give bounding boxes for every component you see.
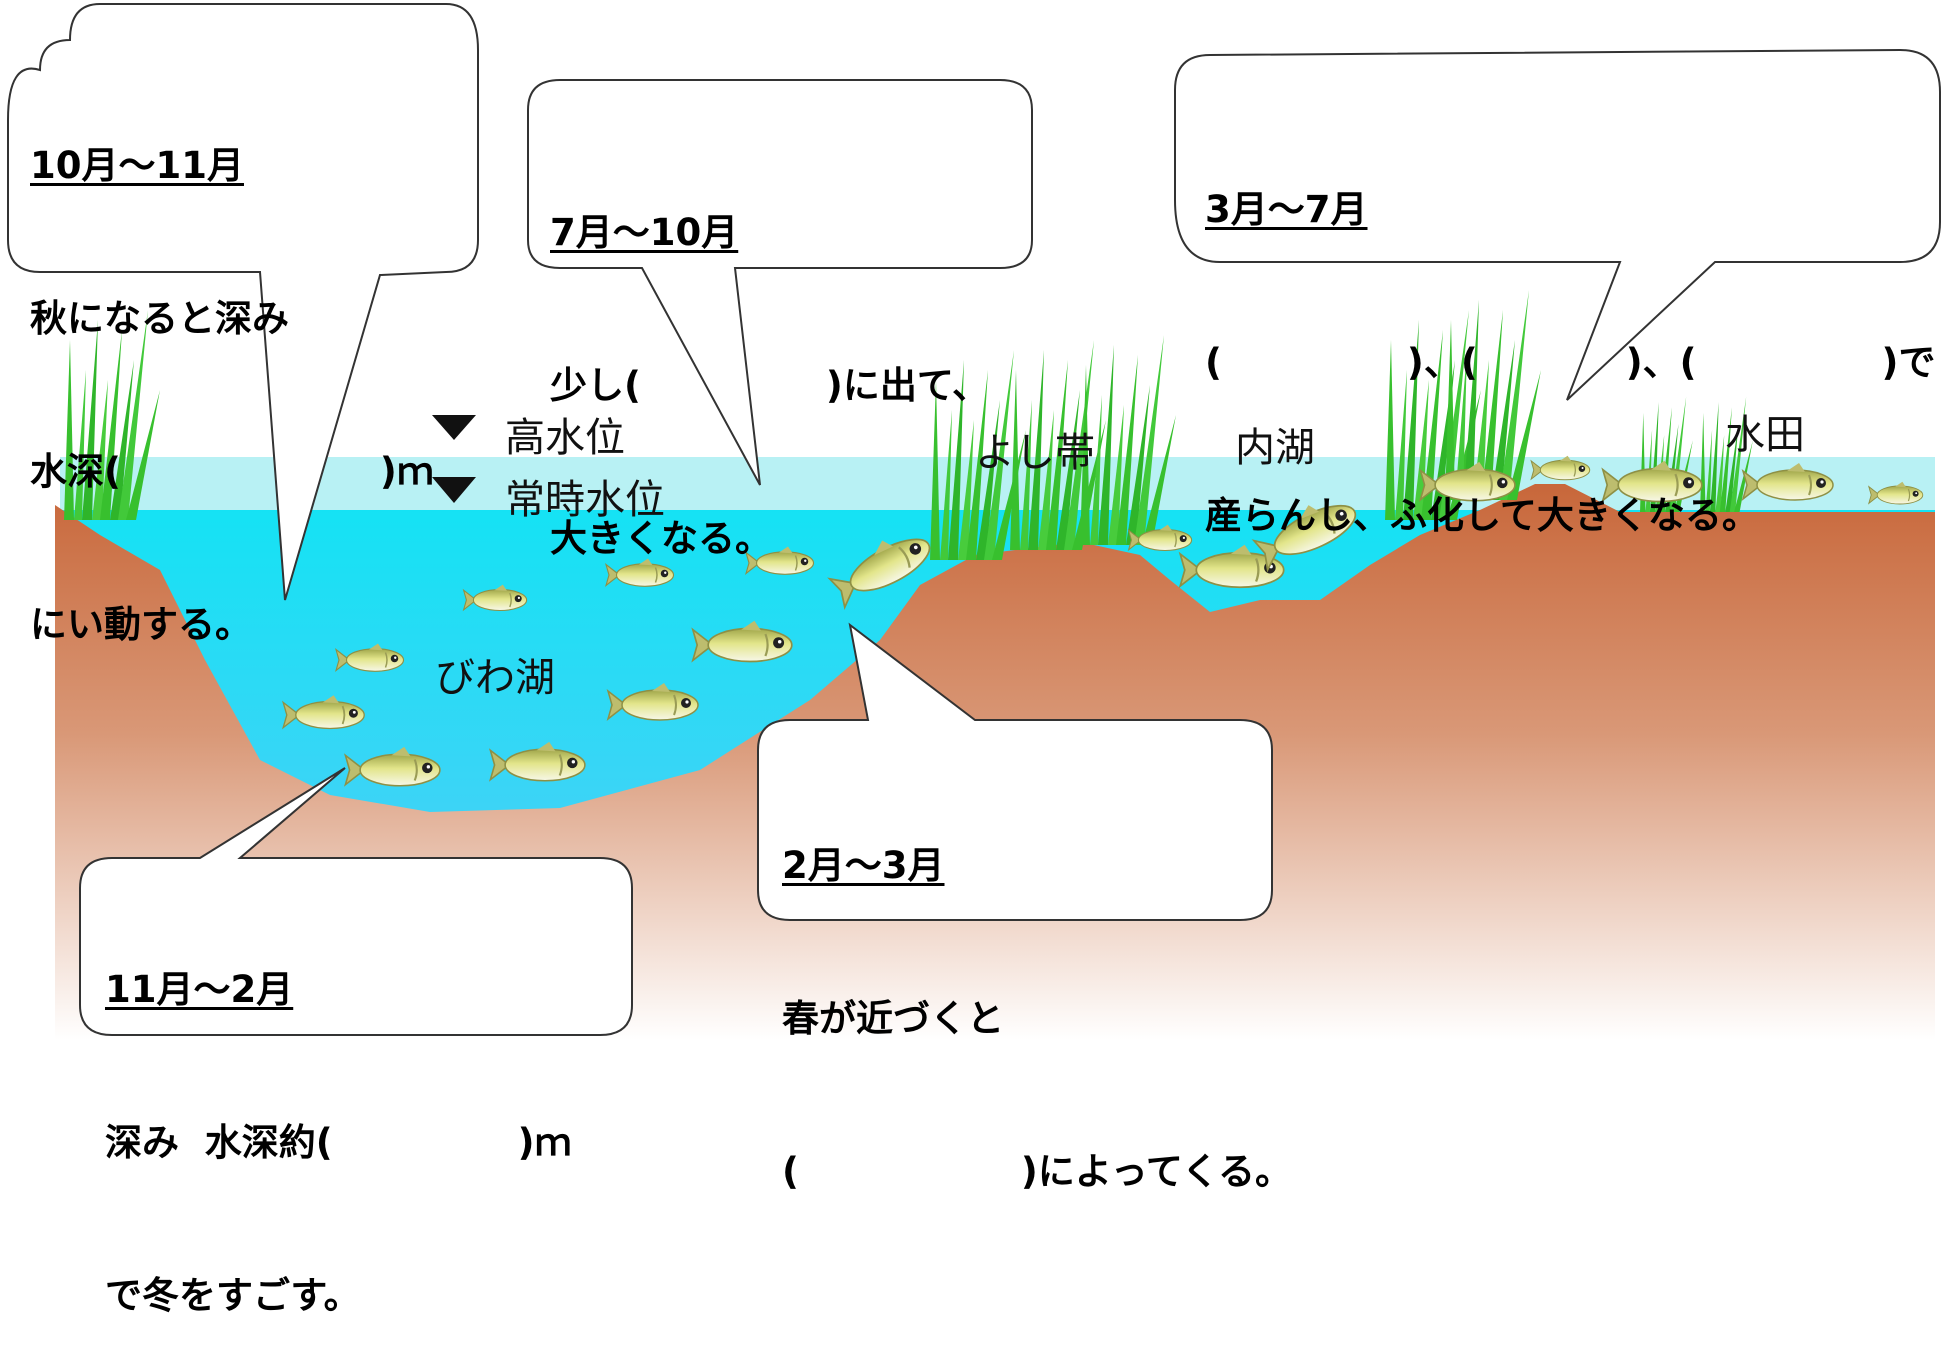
callout-mar-jul: 3月～7月 ( )、( )、( )で 産らんし、ふ化して大きくなる。 [1205,82,1935,592]
callout-nov-feb-line: 深み 水深約( )ｍ [105,1121,572,1164]
high-water-triangle [432,415,476,440]
callout-mar-jul-heading: 3月～7月 [1205,188,1368,231]
callout-feb-mar: 2月～3月 春が近づくと ( )によってくる。 [782,738,1292,1248]
paddy-field-label: 水田 [1725,412,1805,458]
callout-feb-mar-line: ( )によってくる。 [782,1150,1293,1193]
reed-zone-label: よし帯 [975,430,1095,476]
callout-bubbles [7,3,1941,1036]
callout-jul-oct-line: 少し( )に出て、 [550,364,989,407]
callout-oct-nov-line: 秋になると深み [30,297,289,340]
high-water-label: 高水位 [505,415,625,461]
callout-oct-nov-line: にい動する。 [30,603,252,646]
callout-jul-oct-heading: 7月～10月 [550,211,739,254]
callout-feb-mar-line: 春が近づくと [782,997,1004,1040]
callout-oct-nov: 10月～11月 秋になると深み 水深( )ｍ にい動する。 [30,38,434,701]
callout-mar-jul-line: 産らんし、ふ化して大きくなる。 [1205,494,1759,537]
callout-oct-nov-line: 水深( )ｍ [30,450,434,493]
lake-biwa-label: びわ湖 [435,655,555,701]
callout-oct-nov-heading: 10月～11月 [30,144,244,187]
callout-nov-feb: 11月～2月 深み 水深約( )ｍ で冬をすごす。 [105,862,572,1372]
inner-lake-label: 内湖 [1235,425,1315,471]
callout-feb-mar-heading: 2月～3月 [782,844,945,887]
normal-water-label: 常時水位 [505,477,665,523]
callout-nov-feb-heading: 11月～2月 [105,968,294,1011]
callout-mar-jul-line: ( )、( )、( )で [1205,341,1936,384]
callout-nov-feb-line: で冬をすごす。 [105,1274,361,1317]
normal-water-triangle [432,477,476,503]
lake-cross-section-diagram [7,3,1941,1040]
callout-jul-oct-line: 大きくなる。 [550,517,772,560]
callout-jul-oct: 7月～10月 少し( )に出て、 大きくなる。 [550,105,989,615]
